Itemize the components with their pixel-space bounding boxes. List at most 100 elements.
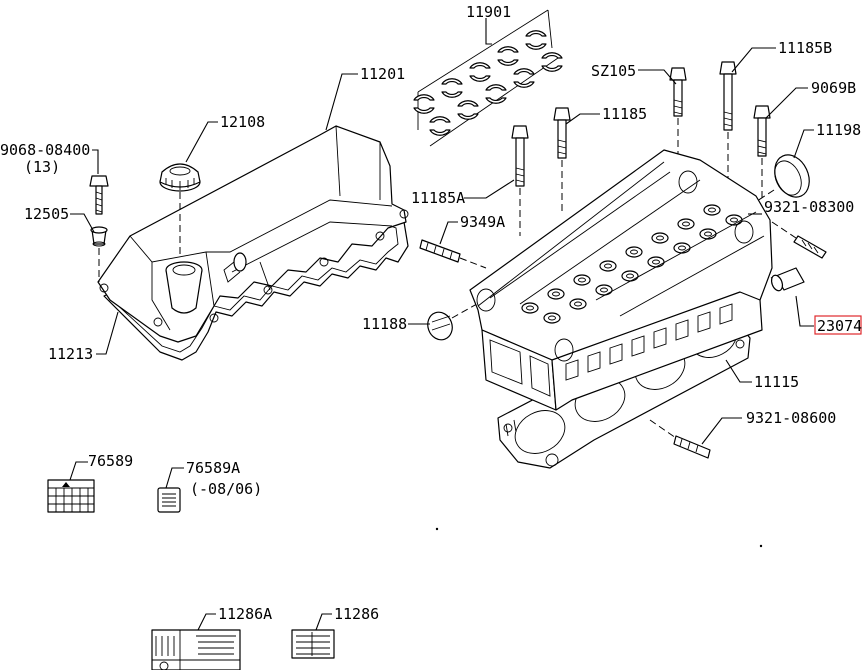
label-76589a[interactable] [157,487,181,513]
valve-spring [599,260,617,272]
valve-stem [574,301,582,307]
label-11286[interactable] [291,629,335,659]
stud-9349a[interactable] [419,239,487,269]
valve-stem [682,221,690,227]
head-port [653,327,667,349]
label-text-11198[interactable]: 11198 [816,121,861,139]
label-text-9349a[interactable]: 9349A [460,213,505,231]
label-text-76589a[interactable]: 76589A [186,459,240,477]
valve-spring [673,242,691,254]
label-text-9321-08300[interactable]: 9321-08300 [764,198,854,216]
head-port [719,303,733,325]
label-text-9068-08400[interactable]: 9068-08400 [0,141,90,159]
valve-spring [677,218,695,230]
head-port [675,319,689,341]
label-text-sz105[interactable]: SZ105 [591,62,636,80]
label-text-11213[interactable]: 11213 [48,345,93,363]
valve-stem [730,217,738,223]
bearing-shell [497,46,519,53]
valve-spring [625,246,643,258]
valve-stem [604,263,612,269]
bearing-shell [525,30,547,37]
valve-stem [656,235,664,241]
bearing-shell [413,107,435,114]
leader-lines [69,18,814,631]
label-text-11115[interactable]: 11115 [754,373,799,391]
bearing-shell [541,52,563,59]
speck [435,527,439,531]
label-text-76589[interactable]: 76589 [88,452,133,470]
label-text-12505[interactable]: 12505 [24,205,69,223]
bearing-shell [525,43,547,50]
label-text-12108[interactable]: 12108 [220,113,265,131]
label-text-11185b[interactable]: 11185B [778,39,832,57]
valve-spring [543,312,561,324]
highlight-box-23074 [814,315,862,335]
stud-9321-08600[interactable] [649,419,711,459]
bearing-shell [457,100,479,107]
bearing-shell [469,62,491,69]
head-bolt-11185a[interactable] [511,125,529,236]
part-number-labels: 11901 11201 SZ105 11185B 9069B 12108 111… [0,3,862,623]
stud-9321-08300[interactable] [771,221,827,259]
valve-spring [699,228,717,240]
valve-stem [708,207,716,213]
cylinder-head-cover-11201[interactable] [97,125,409,361]
head-bolt-11185b[interactable] [719,61,737,180]
label-text-11201[interactable]: 11201 [360,65,405,83]
bearing-shell [541,65,563,72]
head-port [587,351,601,373]
bearing-shell [485,97,507,104]
label-11286a[interactable] [151,629,241,670]
valve-spring [651,232,669,244]
bearing-shell [469,75,491,82]
bolt-9068-08400[interactable] [89,175,109,215]
bearing-shell [441,91,463,98]
valve-stem [552,291,560,297]
expansion-plug-11198[interactable] [739,149,816,213]
label-text-9069b[interactable]: 9069B [811,79,856,97]
head-port [697,311,711,333]
label-text-11286[interactable]: 11286 [334,605,379,623]
oil-filler-cap-12108[interactable] [159,163,201,256]
speck [759,544,763,548]
label-text-23074[interactable]: 23074 [817,317,862,335]
valve-stem [652,259,660,265]
cylinder-head-11115[interactable] [469,149,773,411]
valve-spring [569,298,587,310]
valve-spring [521,302,539,314]
bearing-shell [513,81,535,88]
valve-stem [704,231,712,237]
label-text-76589a-date: (-08/06) [190,480,262,498]
valve-spring [647,256,665,268]
head-bolt-11185[interactable] [553,107,571,214]
head-bolt-sz105[interactable] [669,67,687,156]
label-text-11901[interactable]: 11901 [466,3,511,21]
valve-stem [678,245,686,251]
bearing-shell [457,113,479,120]
bearing-shell [513,68,535,75]
valve-stem [526,305,534,311]
bolt-9069b[interactable] [753,105,771,200]
label-76589[interactable] [47,479,95,513]
valve-spring [547,288,565,300]
head-port [631,335,645,357]
valve-stem [578,277,586,283]
camshaft-plug-11188[interactable] [424,299,485,343]
bearing-shell [413,94,435,101]
label-text-11286a[interactable]: 11286A [218,605,272,623]
label-text-11185[interactable]: 11185 [602,105,647,123]
plug-23074[interactable] [739,265,805,292]
bearing-set-11901[interactable] [413,9,563,147]
label-text-9321-08600[interactable]: 9321-08600 [746,409,836,427]
bearing-shell [485,84,507,91]
label-text-9068-qty: (13) [24,158,60,176]
bearing-shell [497,59,519,66]
valve-spring [573,274,591,286]
valve-spring [621,270,639,282]
label-text-11188[interactable]: 11188 [362,315,407,333]
head-port [609,343,623,365]
grommet-12505[interactable] [90,226,108,282]
label-text-11185a[interactable]: 11185A [411,189,465,207]
